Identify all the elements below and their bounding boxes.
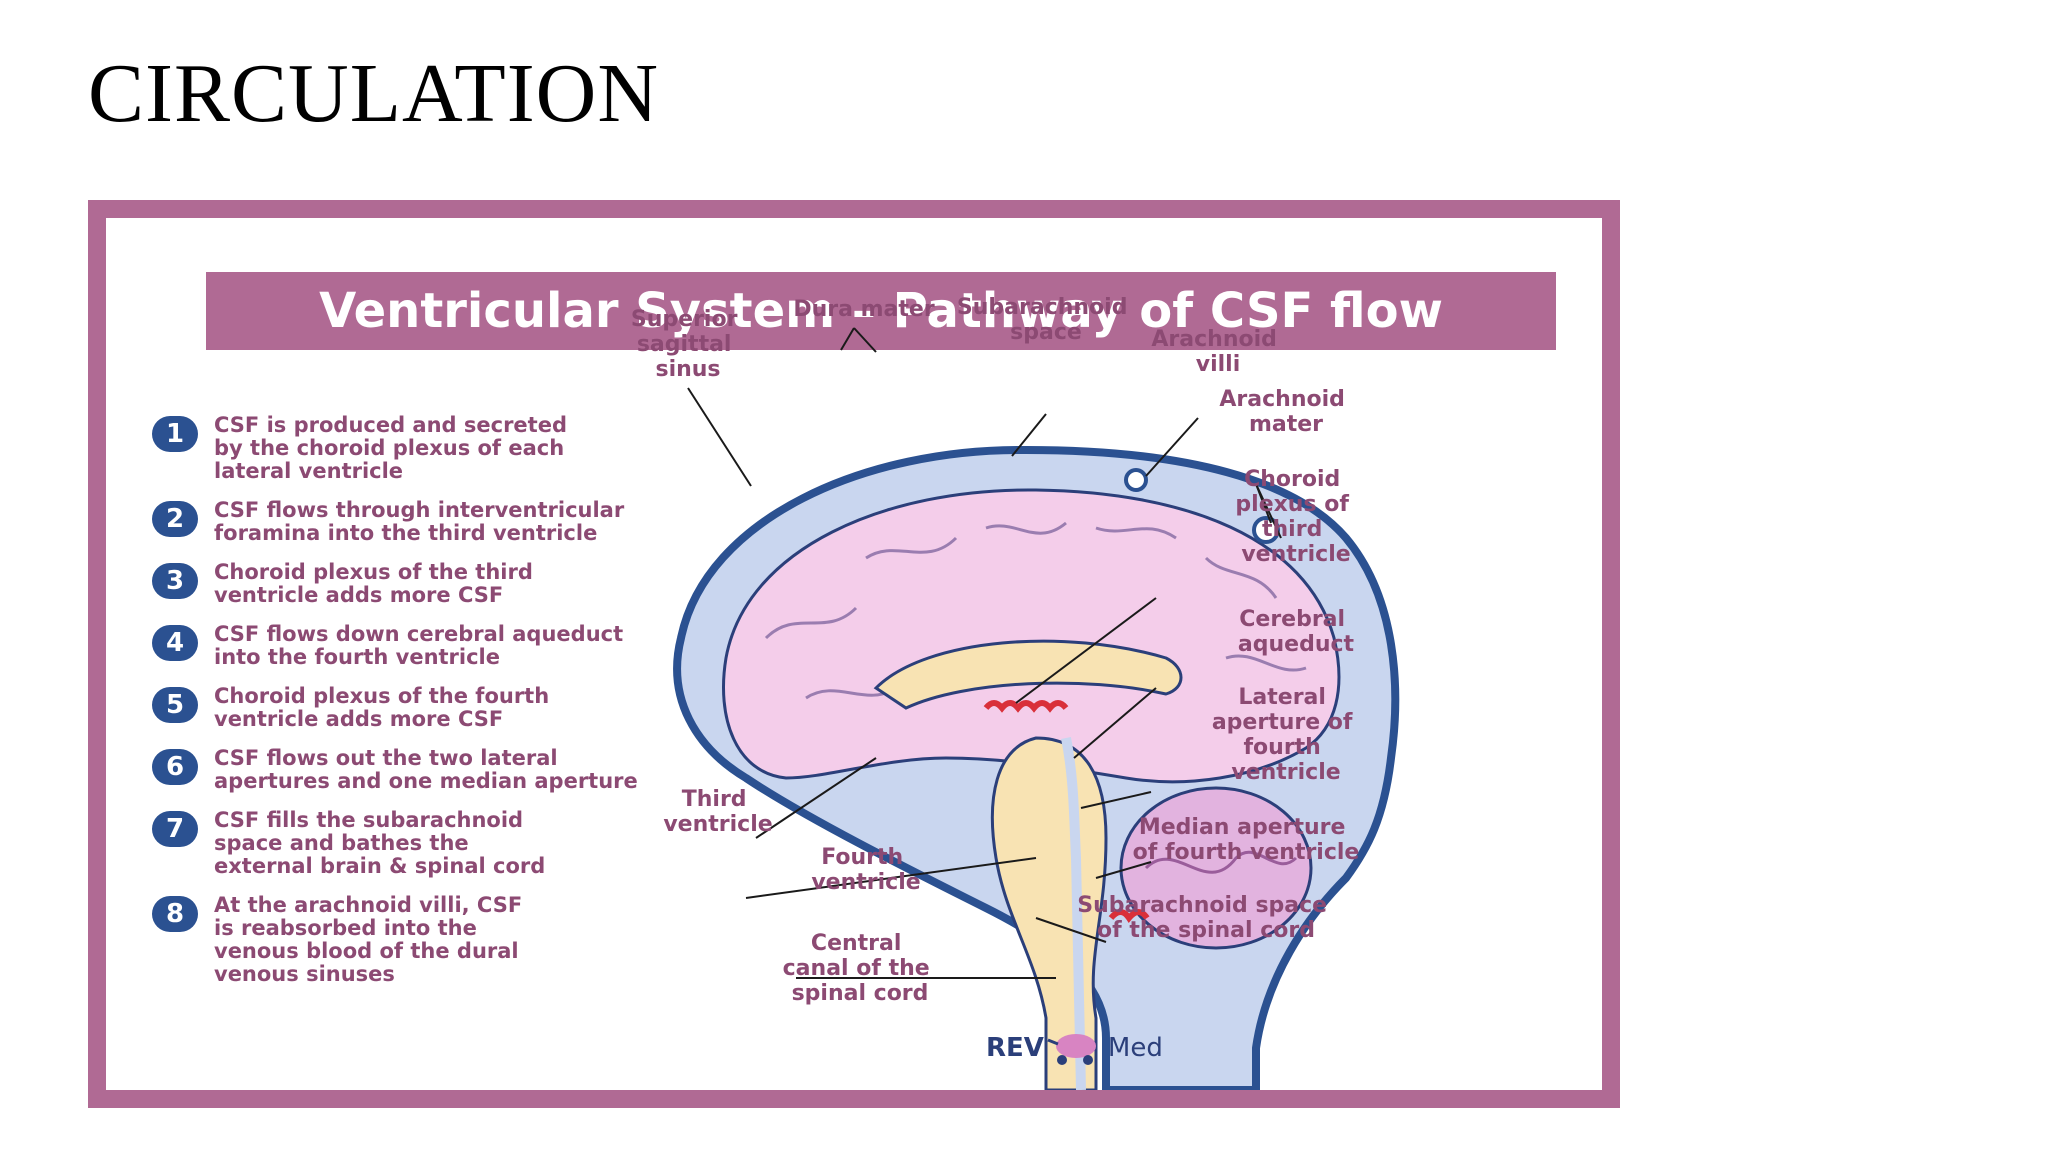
infographic-frame: Ventricular System – Pathway of CSF flow… — [88, 200, 1620, 1108]
logo-rev-text: REV — [986, 1033, 1044, 1063]
label-subarachnoid-space: Subarachnoid space — [957, 295, 1135, 345]
banner-title: Ventricular System – Pathway of CSF flow — [319, 283, 1443, 339]
mascot-icon — [1047, 1034, 1096, 1065]
logo-med-text: Med — [1107, 1033, 1163, 1063]
label-arachnoid-villi: Arachnoid villi — [1151, 327, 1284, 377]
step-number-badge: 7 — [152, 811, 198, 847]
label-median-aperture: Median aperture of fourth ventricle — [1133, 815, 1360, 865]
step-number-badge: 4 — [152, 625, 198, 661]
step-number-badge: 1 — [152, 416, 198, 452]
label-central-canal: Central canal of the spinal cord — [783, 931, 938, 1006]
slide-title: CIRCULATION — [88, 47, 659, 140]
gyri — [764, 521, 1307, 700]
cerebellum-folia — [1144, 850, 1298, 874]
label-choroid-plexus-third: Choroid plexus of third ventricle — [1235, 467, 1356, 567]
choroid-plexus-fourth — [1108, 909, 1150, 924]
cerebral-aqueduct-channel — [1061, 737, 1086, 1090]
label-third-ventricle: Third ventricle — [663, 787, 772, 837]
revmed-logo: REV Med — [986, 1028, 1163, 1068]
label-subarachnoid-spinal: Subarachnoid space of the spinal cord — [1077, 893, 1335, 943]
label-dura-mater: Dura mater — [793, 297, 934, 322]
step-number-badge: 6 — [152, 749, 198, 785]
label-cerebral-aqueduct: Cerebral aqueduct — [1238, 607, 1355, 657]
label-fourth-ventricle: Fourth ventricle — [811, 845, 920, 895]
step-number-badge: 8 — [152, 896, 198, 932]
title-banner: Ventricular System – Pathway of CSF flow — [206, 272, 1556, 350]
cerebellum — [1119, 786, 1313, 950]
step-number-badge: 3 — [152, 563, 198, 599]
step-number-badge: 2 — [152, 501, 198, 537]
cerebrum — [722, 488, 1341, 784]
step-number-badge: 5 — [152, 687, 198, 723]
label-arachnoid-mater: Arachnoid mater — [1219, 387, 1352, 437]
choroid-plexus-third — [983, 700, 1069, 713]
label-superior-sagittal-sinus: Superior sagittal sinus — [631, 307, 745, 382]
brain-sagittal-diagram: Superior sagittal sinus Dura mater Subar… — [631, 295, 1400, 1090]
leader-lines — [687, 327, 1282, 979]
label-lateral-aperture: Lateral aperture of fourth ventricle — [1212, 685, 1360, 785]
arachnoid-villi-bump — [1124, 468, 1148, 492]
lateral-ventricle — [873, 639, 1183, 710]
